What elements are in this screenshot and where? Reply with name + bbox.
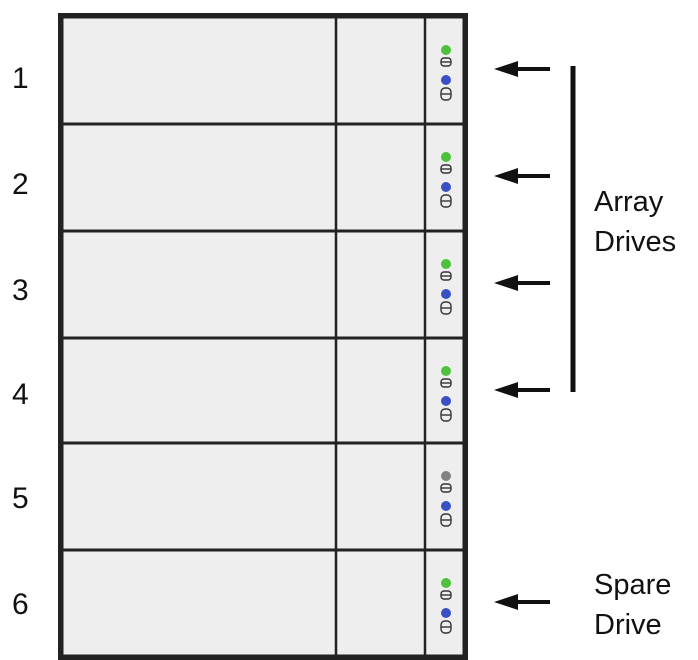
drive-slot-5: [60, 441, 466, 552]
drive-slots: [60, 15, 466, 658]
slot-number-3: 3: [12, 274, 29, 307]
slot-number-1: 1: [12, 62, 29, 95]
disk-stack-icon: [440, 164, 452, 174]
arrow-left-icon: [494, 382, 550, 398]
status-led-gray-icon: [441, 471, 451, 481]
drive-bay-panel: [60, 122, 466, 233]
disk-stack-icon: [440, 271, 452, 281]
activity-led-blue-icon: [441, 182, 451, 192]
arrow-left-icon: [494, 594, 550, 610]
drive-bay-panel: [60, 441, 466, 552]
activity-led-blue-icon: [441, 289, 451, 299]
slot-numbers: 1 2 3 4 5 6: [12, 62, 29, 621]
slot-number-5: 5: [12, 482, 29, 515]
drive-slot-4: [60, 336, 466, 445]
arrow-left-icon: [494, 275, 550, 291]
drive-slot-3: [60, 229, 466, 340]
activity-led-blue-icon: [441, 608, 451, 618]
enclosure-frame: [58, 13, 468, 660]
slot-number-2: 2: [12, 168, 29, 201]
drive-cylinder-icon: [440, 408, 452, 422]
status-led-green-icon: [441, 45, 451, 55]
drive-bay-panel: [60, 15, 466, 126]
drive-arrows: [494, 61, 550, 610]
spare-drive-label-line1: Spare: [594, 569, 671, 601]
activity-led-blue-icon: [441, 501, 451, 511]
drive-cylinder-icon: [440, 301, 452, 315]
drive-bay-panel: [60, 548, 466, 658]
disk-stack-icon: [440, 57, 452, 67]
drive-bay-panel: [60, 229, 466, 340]
drive-slot-2: [60, 122, 466, 233]
status-led-green-icon: [441, 366, 451, 376]
drive-cylinder-icon: [440, 194, 452, 208]
drive-cylinder-icon: [440, 513, 452, 527]
drive-cylinder-icon: [440, 87, 452, 101]
activity-led-blue-icon: [441, 396, 451, 406]
drive-bay-panel: [60, 336, 466, 445]
slot-number-4: 4: [12, 378, 29, 411]
disk-stack-icon: [440, 378, 452, 388]
array-drives-label-line2: Drives: [594, 226, 676, 258]
drive-slot-6: [60, 548, 466, 658]
status-led-green-icon: [441, 259, 451, 269]
slot-number-6: 6: [12, 588, 29, 621]
arrow-left-icon: [494, 61, 550, 77]
activity-led-blue-icon: [441, 75, 451, 85]
disk-stack-icon: [440, 483, 452, 493]
status-led-green-icon: [441, 152, 451, 162]
drive-slot-1: [60, 15, 466, 126]
array-drives-label-line1: Array: [594, 186, 664, 218]
status-led-green-icon: [441, 578, 451, 588]
spare-drive-label-line2: Drive: [594, 609, 662, 641]
drive-cylinder-icon: [440, 620, 452, 634]
arrow-left-icon: [494, 168, 550, 184]
disk-stack-icon: [440, 590, 452, 600]
